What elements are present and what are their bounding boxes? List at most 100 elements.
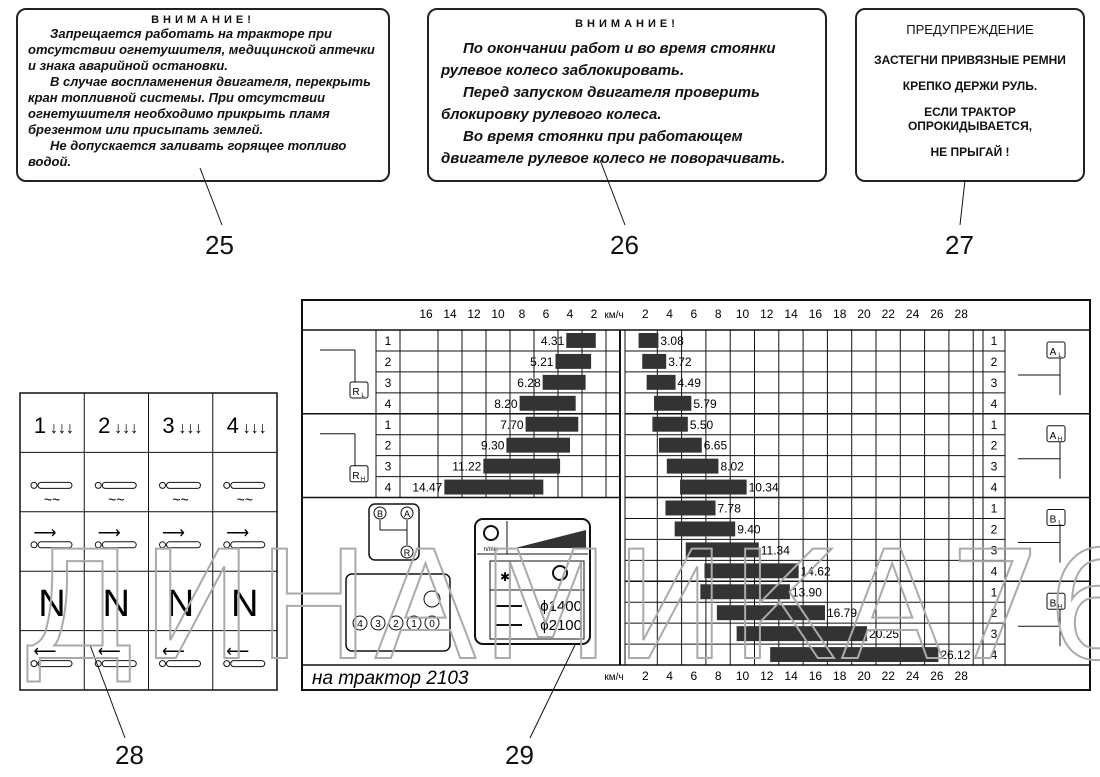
lever-number: 2 [98,413,110,438]
shift-label: R [404,548,411,558]
bar-value: 5.21 [530,355,554,369]
line [89,644,126,739]
card-text: По окончании работ и во время стоянки ру… [441,40,776,79]
card-text: НЕ ПРЫГАЙ ! [930,145,1010,159]
bottom-tick-label: 16 [809,669,823,683]
extend-arrow-icon: ⟶ [226,525,249,542]
line [199,167,223,226]
gear-number: 1 [991,502,998,516]
cylinder-end-icon [30,660,38,668]
retract-arrow-icon: ⟵ [98,644,121,661]
extend-arrow-icon: ⟶ [98,525,121,542]
gear-number: 3 [385,376,392,390]
bar-BL-4 [704,563,799,579]
right-tick-label: 18 [833,307,847,321]
gear-number: 2 [385,439,392,453]
lever-arrow-icon: ↓ [66,420,74,437]
speed-wedge [515,530,586,548]
bar-value: 7.78 [718,502,742,516]
right-tick-label: 28 [955,307,969,321]
bar-value: 4.31 [541,334,565,348]
gear-number: 1 [385,418,392,432]
bottom-tick-label: 26 [930,669,944,683]
gear-number: 2 [991,355,998,369]
bottom-tick-label: 14 [784,669,798,683]
shift-position-B [373,506,387,520]
bar-RH-1 [525,416,579,432]
card-text: Во время стоянки при работающем двигател… [441,128,786,167]
cylinder-icon [230,541,266,549]
right-tick-label: 2 [642,307,649,321]
bar-value: 11.22 [452,460,481,474]
gear-number: 2 [991,606,998,620]
cylinder-end-icon [223,541,231,549]
range-label: B [1050,515,1057,526]
right-tick-label: 8 [715,307,722,321]
bar-BL-1 [665,500,716,516]
card-title: ВНИМАНИЕ! [151,14,255,26]
callout-29: 29 [505,740,534,770]
shift-pattern-box [368,503,420,561]
bar-BL-3 [685,542,759,558]
shift-position-R [400,545,414,559]
cylinder-end-icon [223,481,231,489]
cylinder-end-icon [223,660,231,668]
lever-arrow-icon: ↓ [251,420,259,437]
bar-value: 20.25 [869,627,899,641]
range-icon-AL [1046,341,1066,359]
diameter-1400: ϕ1400 [540,598,582,615]
gear-number: 4 [991,648,998,662]
cylinder-end-icon [30,481,38,489]
line [529,644,576,739]
lever-number: 1 [34,413,46,438]
bottom-tick-label: 18 [833,669,847,683]
gear-position-0 [424,615,440,631]
line [599,159,626,226]
lever-arrow-icon: ↓ [130,420,138,437]
cylinder-end-icon [159,481,166,489]
gear-number: 3 [385,460,392,474]
lever-arrow-icon: ↓ [195,420,203,437]
right-tick-label: 26 [930,307,944,321]
range-icon-BL [1046,509,1066,527]
bar-value: 10.34 [749,481,779,495]
cylinder-icon [101,541,137,549]
gear-position-1 [406,615,422,631]
warning-card-fire: ВНИМАНИЕ! Запрещается работать на тракто… [16,8,390,182]
bottom-tick-label: 24 [906,669,920,683]
bar-BH-4 [770,647,939,663]
cylinder-end-icon [159,541,166,549]
left-tick-label: 10 [491,307,505,321]
retract-arrow-icon: ⟵ [34,644,57,661]
float-icon: ~~ [44,491,60,507]
float-icon: ~~ [108,491,124,507]
left-tick-label: 12 [467,307,481,321]
bar-RL-2 [555,353,592,369]
retract-arrow-icon: ⟵ [226,644,249,661]
lever-arrow-icon: ↓ [179,420,187,437]
cylinder-icon [230,660,266,668]
bar-AH-2 [658,437,702,453]
bar-AL-4 [654,395,692,411]
bar-RH-2 [506,437,571,453]
cylinder-icon [101,481,137,489]
line [959,179,966,226]
card-title: ПРЕДУПРЕЖДЕНИЕ [906,22,1034,37]
bottom-tick-label: 8 [715,669,722,683]
range-label: A [1050,431,1057,442]
gear-number: 1 [991,418,998,432]
lever-number: 3 [162,413,174,438]
cylinder-end-icon [30,541,38,549]
pto-shaft-icon [483,525,499,541]
shift-label: B [377,509,383,519]
warning-card-rollover: ПРЕДУПРЕЖДЕНИЕ ЗАСТЕГНИ ПРИВЯЗНЫЕ РЕМНИ … [855,8,1085,182]
callout-25: 25 [205,230,234,260]
right-tick-label: 22 [882,307,896,321]
bar-BH-3 [736,626,868,642]
bar-value: 13.90 [792,585,822,599]
card-text: Не допускается заливать горящее топливо … [28,138,347,169]
gear-number: 2 [991,439,998,453]
diameter-2100: ϕ2100 [540,617,582,634]
bar-value: 6.65 [704,439,728,453]
